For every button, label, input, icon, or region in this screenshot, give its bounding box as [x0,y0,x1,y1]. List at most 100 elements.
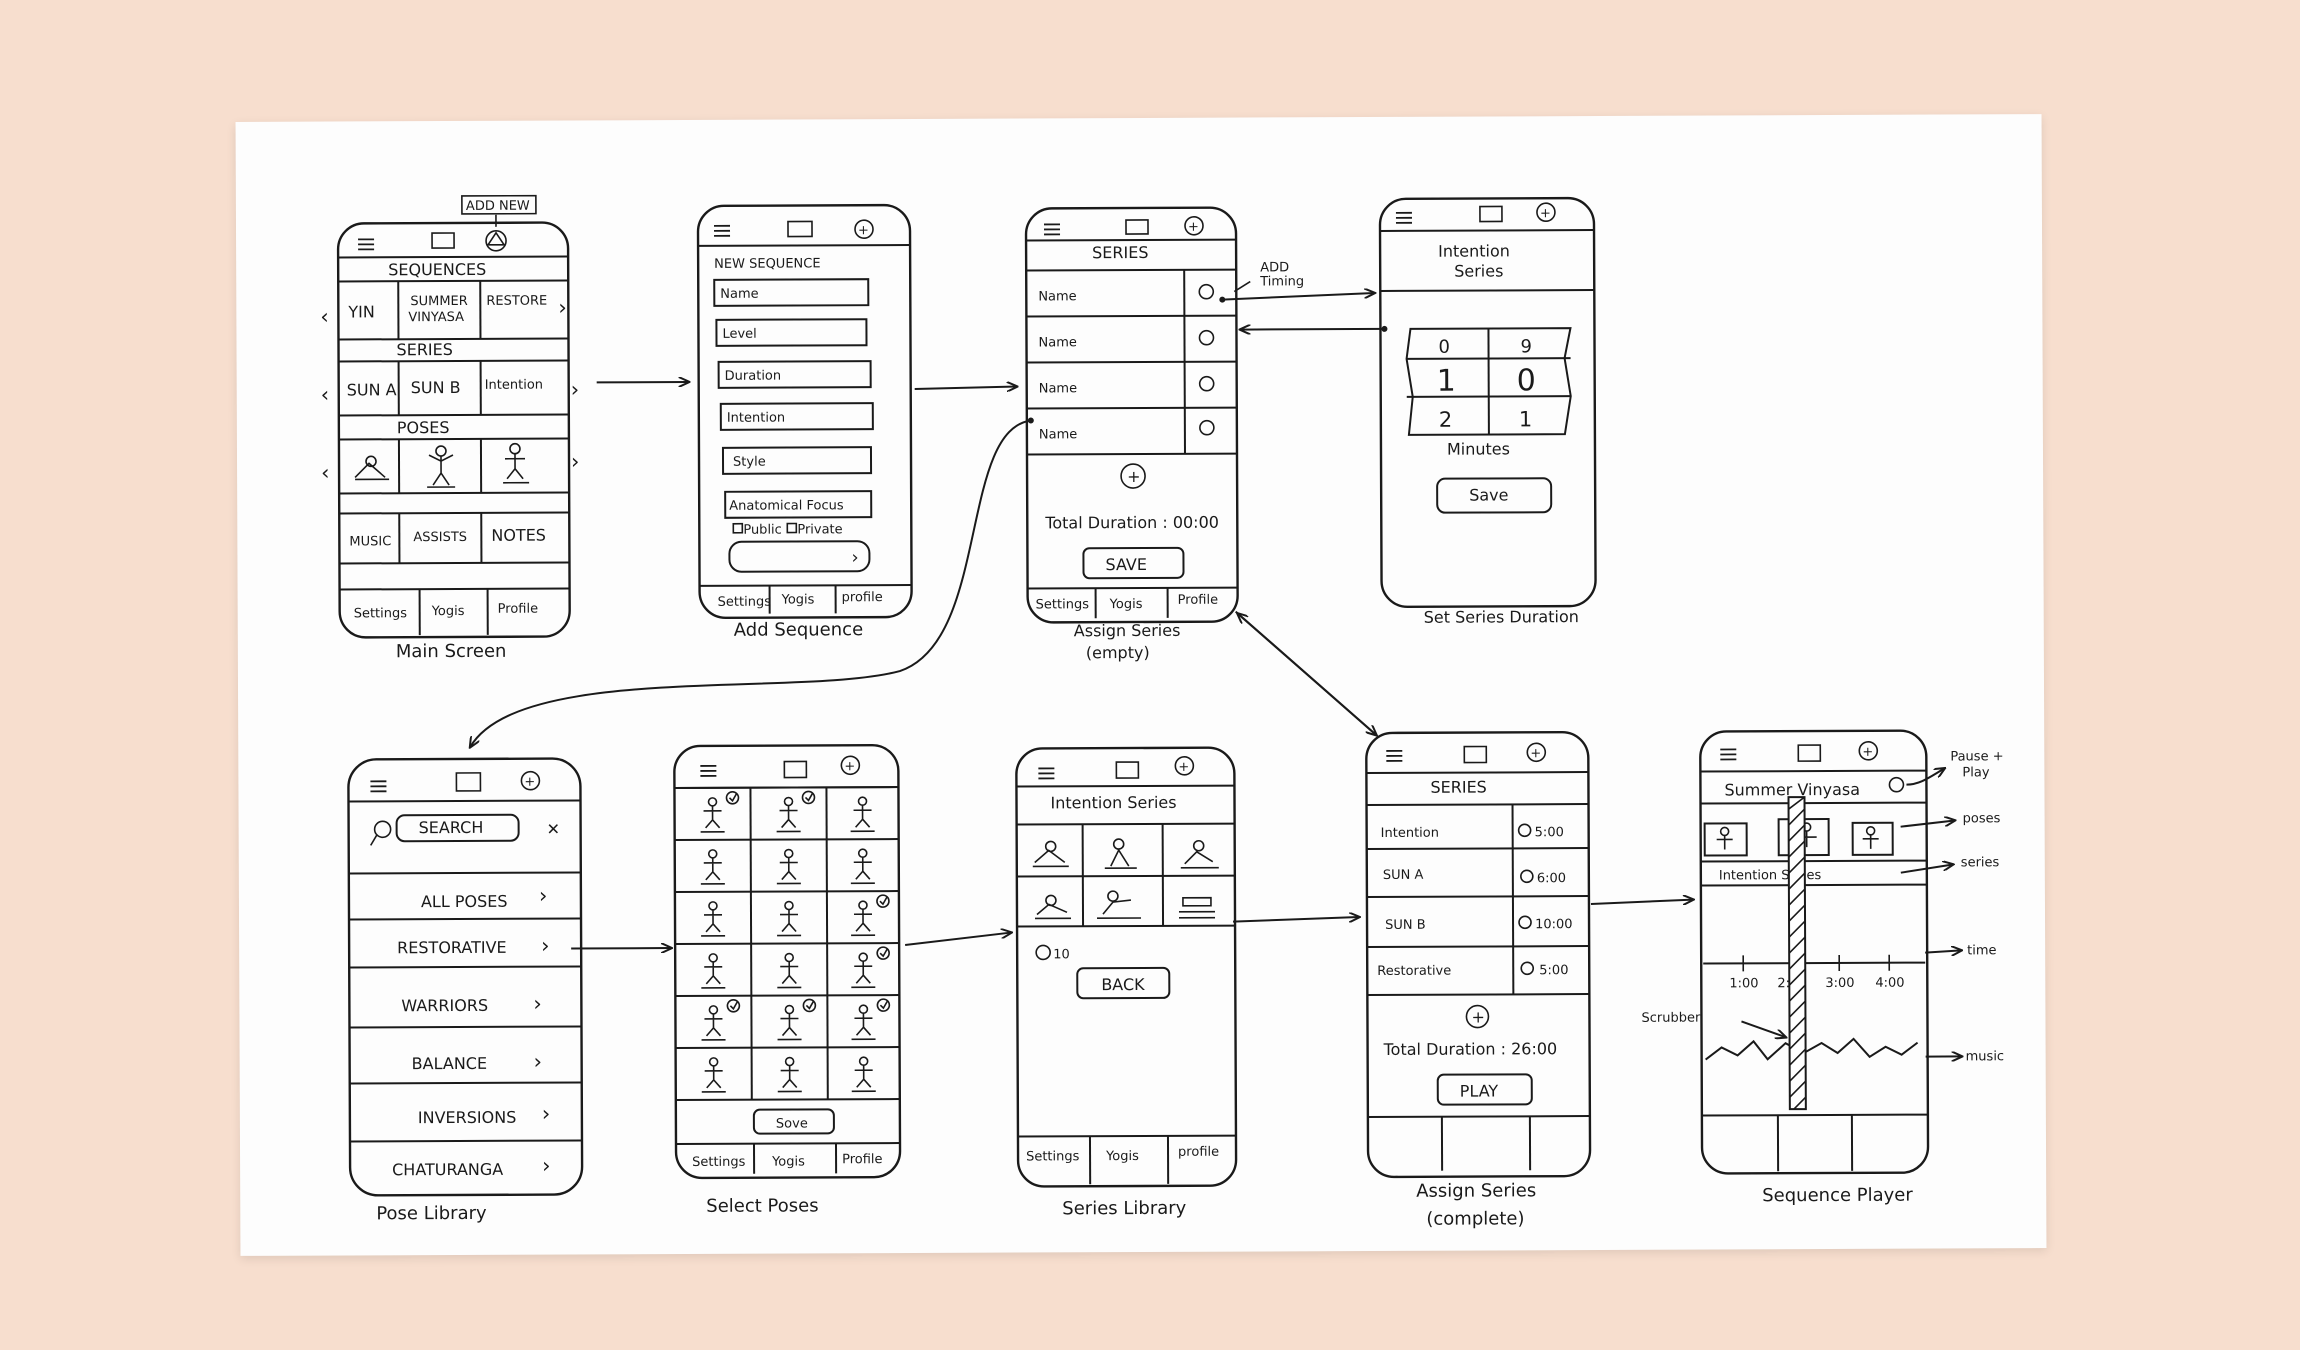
pose-option-icon[interactable] [701,901,726,937]
pose-option-icon[interactable] [700,849,725,885]
tab-settings[interactable]: Settings [354,606,408,621]
pose-option-icon[interactable] [777,1004,802,1041]
duration-field[interactable]: Duration [725,369,782,384]
pose-figure-icon[interactable] [354,455,390,481]
hamburger-menu-icon[interactable] [699,764,718,777]
hamburger-menu-icon[interactable] [357,238,375,251]
add-icon[interactable] [1174,756,1195,776]
series-row-name[interactable]: Restorative [1377,964,1451,979]
style-field[interactable]: Style [733,455,766,470]
sequence-yin[interactable]: YIN [347,302,375,321]
music-cell[interactable]: MUSIC [349,534,391,549]
category-inversions[interactable]: INVERSIONS [418,1108,517,1127]
tab-profile[interactable]: profile [1178,1145,1219,1160]
back-button[interactable] [1076,966,1171,1000]
series-row-time[interactable]: 5:00 [1539,963,1568,978]
pose-option-icon[interactable] [700,797,725,833]
level-field[interactable]: Level [722,327,756,342]
pose-option-icon[interactable] [777,1056,802,1093]
pose-figure-icon[interactable] [1032,840,1069,868]
hamburger-menu-icon[interactable] [1719,748,1738,761]
tab-settings[interactable]: Settings [692,1155,746,1170]
tab-yogis[interactable]: Yogis [781,592,815,607]
save-button[interactable] [752,1108,835,1135]
pose-option-icon[interactable] [851,1004,876,1041]
search-input[interactable] [395,813,520,843]
pose-figure-icon[interactable] [1180,839,1219,869]
series-row-name[interactable]: Name [1039,427,1077,442]
timer-icon[interactable] [1520,869,1534,884]
intention-field[interactable]: Intention [727,411,785,426]
pose-figure-icon[interactable] [1104,838,1137,869]
series-row-time[interactable]: 10:00 [1535,917,1573,932]
add-icon[interactable] [1858,741,1879,761]
series-row-name[interactable]: Name [1038,335,1076,350]
timer-icon[interactable] [1198,283,1215,300]
filter-icon[interactable]: ✕ [547,820,560,839]
series-row-name[interactable]: SUN A [1383,868,1424,883]
pose-option-icon[interactable] [850,796,875,833]
category-all-poses[interactable]: ALL POSES [421,892,508,911]
add-icon[interactable] [1536,202,1556,223]
series-intention[interactable]: Intention [485,378,543,393]
name-field[interactable]: Name [720,287,758,302]
sequences-prev-icon[interactable]: ‹ [320,305,329,329]
pose-option-icon[interactable] [851,1056,876,1093]
series-next-icon[interactable]: › [571,377,580,401]
pose-thumbnail[interactable] [1851,821,1894,856]
hamburger-menu-icon[interactable] [713,224,731,237]
continue-button[interactable] [728,540,871,573]
pose-option-icon[interactable] [776,796,801,833]
assists-cell[interactable]: ASSISTS [413,530,467,545]
sequence-vinyasa[interactable]: VINYASA [408,310,464,325]
timer-icon[interactable] [1198,329,1215,346]
anatomical-focus-field[interactable]: Anatomical Focus [729,498,844,514]
add-icon[interactable] [840,755,861,776]
series-row-name[interactable]: Intention [1381,826,1439,841]
tab-profile[interactable]: Profile [1178,593,1218,608]
sequence-restore[interactable]: RESTORE [486,294,547,309]
timer-icon[interactable] [1517,823,1532,838]
add-icon[interactable] [520,770,541,791]
add-icon[interactable] [1184,215,1204,236]
tab-yogis[interactable]: Yogis [431,604,465,619]
pose-figure-icon[interactable] [1178,896,1216,919]
tab-profile[interactable]: profile [842,590,883,605]
add-new-icon[interactable] [485,230,507,252]
hamburger-menu-icon[interactable] [369,780,388,793]
save-button[interactable] [1082,546,1185,580]
tab-yogis[interactable]: Yogis [1109,597,1143,612]
poses-prev-icon[interactable]: ‹ [321,461,330,485]
poses-next-icon[interactable]: › [571,449,580,473]
category-restorative[interactable]: RESTORATIVE [397,938,507,957]
pose-option-icon[interactable] [777,952,802,989]
save-button[interactable] [1436,477,1553,514]
tab-profile[interactable]: Profile [842,1152,882,1167]
pose-figure-icon[interactable] [503,442,530,484]
add-icon[interactable] [1526,742,1547,763]
pose-figure-icon[interactable] [1035,894,1072,920]
search-icon[interactable] [370,820,392,846]
pose-option-icon[interactable] [777,900,802,937]
timer-icon[interactable] [1198,375,1215,392]
play-button[interactable] [1436,1073,1533,1106]
sequences-next-icon[interactable]: › [558,296,567,320]
pause-play-icon[interactable] [1888,776,1905,793]
category-warriors[interactable]: WARRIORS [401,996,488,1015]
public-checkbox[interactable] [732,522,744,534]
timer-icon[interactable] [1518,915,1532,930]
hamburger-menu-icon[interactable] [1043,223,1061,236]
scrubber-handle[interactable] [1787,796,1807,1111]
pose-option-icon[interactable] [851,900,876,937]
pose-option-icon[interactable] [701,953,726,989]
series-row-time[interactable]: 5:00 [1535,825,1564,840]
pose-option-icon[interactable] [851,952,876,989]
tab-settings[interactable]: Settings [1036,597,1090,612]
series-row-name[interactable]: Name [1039,381,1077,396]
add-series-icon[interactable] [1465,1004,1490,1029]
pose-option-icon[interactable] [776,848,801,885]
category-balance[interactable]: BALANCE [412,1054,487,1073]
series-prev-icon[interactable]: ‹ [321,383,330,407]
series-row-time[interactable]: 6:00 [1537,871,1566,886]
hamburger-menu-icon[interactable] [1395,211,1413,224]
